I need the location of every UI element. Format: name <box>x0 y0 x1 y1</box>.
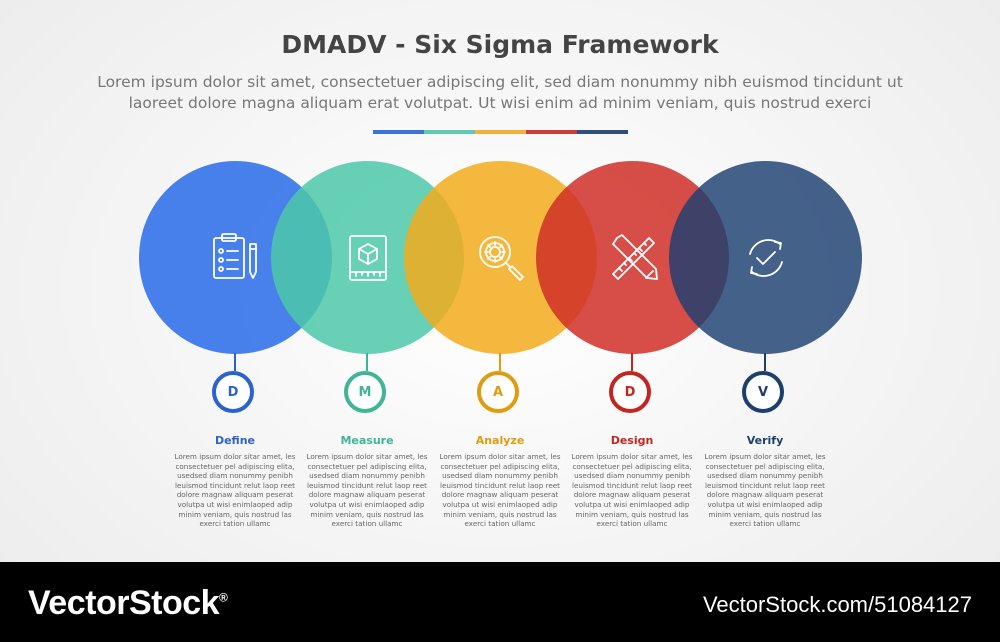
step-description: Lorem ipsum dolor sitar amet, les consec… <box>571 452 693 529</box>
divider-segment <box>373 130 424 134</box>
step-badge: V <box>742 371 784 413</box>
measure-box-icon <box>348 234 387 281</box>
step-title: Define <box>214 434 256 447</box>
step-description: Lorem ipsum dolor sitar amet, les consec… <box>439 452 561 529</box>
check-cycle-icon <box>748 238 783 277</box>
divider-segment <box>577 130 628 134</box>
connector-stem <box>631 353 633 371</box>
divider-segment <box>424 130 475 134</box>
step-description: Lorem ipsum dolor sitar amet, les consec… <box>306 452 428 529</box>
watermark-footer: VectorStock® VectorStock.com/51084127 <box>0 562 1000 642</box>
step-title: Analyze <box>475 434 525 447</box>
step-title: Verify <box>746 434 784 447</box>
gear-magnifier-icon <box>478 235 524 281</box>
page-title: DMADV - Six Sigma Framework <box>281 30 719 59</box>
connector-stem <box>234 353 236 371</box>
step-title: Measure <box>340 434 394 447</box>
color-divider <box>373 130 628 134</box>
step-description: Lorem ipsum dolor sitar amet, les consec… <box>704 452 826 529</box>
pencil-ruler-icon <box>611 233 658 280</box>
step-badge: A <box>477 371 519 413</box>
divider-segment <box>475 130 526 134</box>
step-badge: D <box>212 371 254 413</box>
vectorstock-logo: VectorStock® <box>28 584 228 623</box>
page-subtitle: Lorem ipsum dolor sit amet, consectetuer… <box>97 73 903 112</box>
clipboard-checklist-icon <box>212 232 257 279</box>
step-title: Design <box>610 434 654 447</box>
step-description: Lorem ipsum dolor sitar amet, les consec… <box>174 452 296 529</box>
step-badge: M <box>344 371 386 413</box>
image-id: VectorStock.com/51084127 <box>702 592 972 617</box>
connector-stem <box>366 353 368 371</box>
connector-stem <box>499 353 501 371</box>
connector-stem <box>764 353 766 371</box>
brand-name: VectorStock <box>28 584 220 622</box>
step-circle-verify <box>669 161 862 354</box>
registered-mark: ® <box>219 590 228 605</box>
step-badge: D <box>609 371 651 413</box>
divider-segment <box>526 130 577 134</box>
